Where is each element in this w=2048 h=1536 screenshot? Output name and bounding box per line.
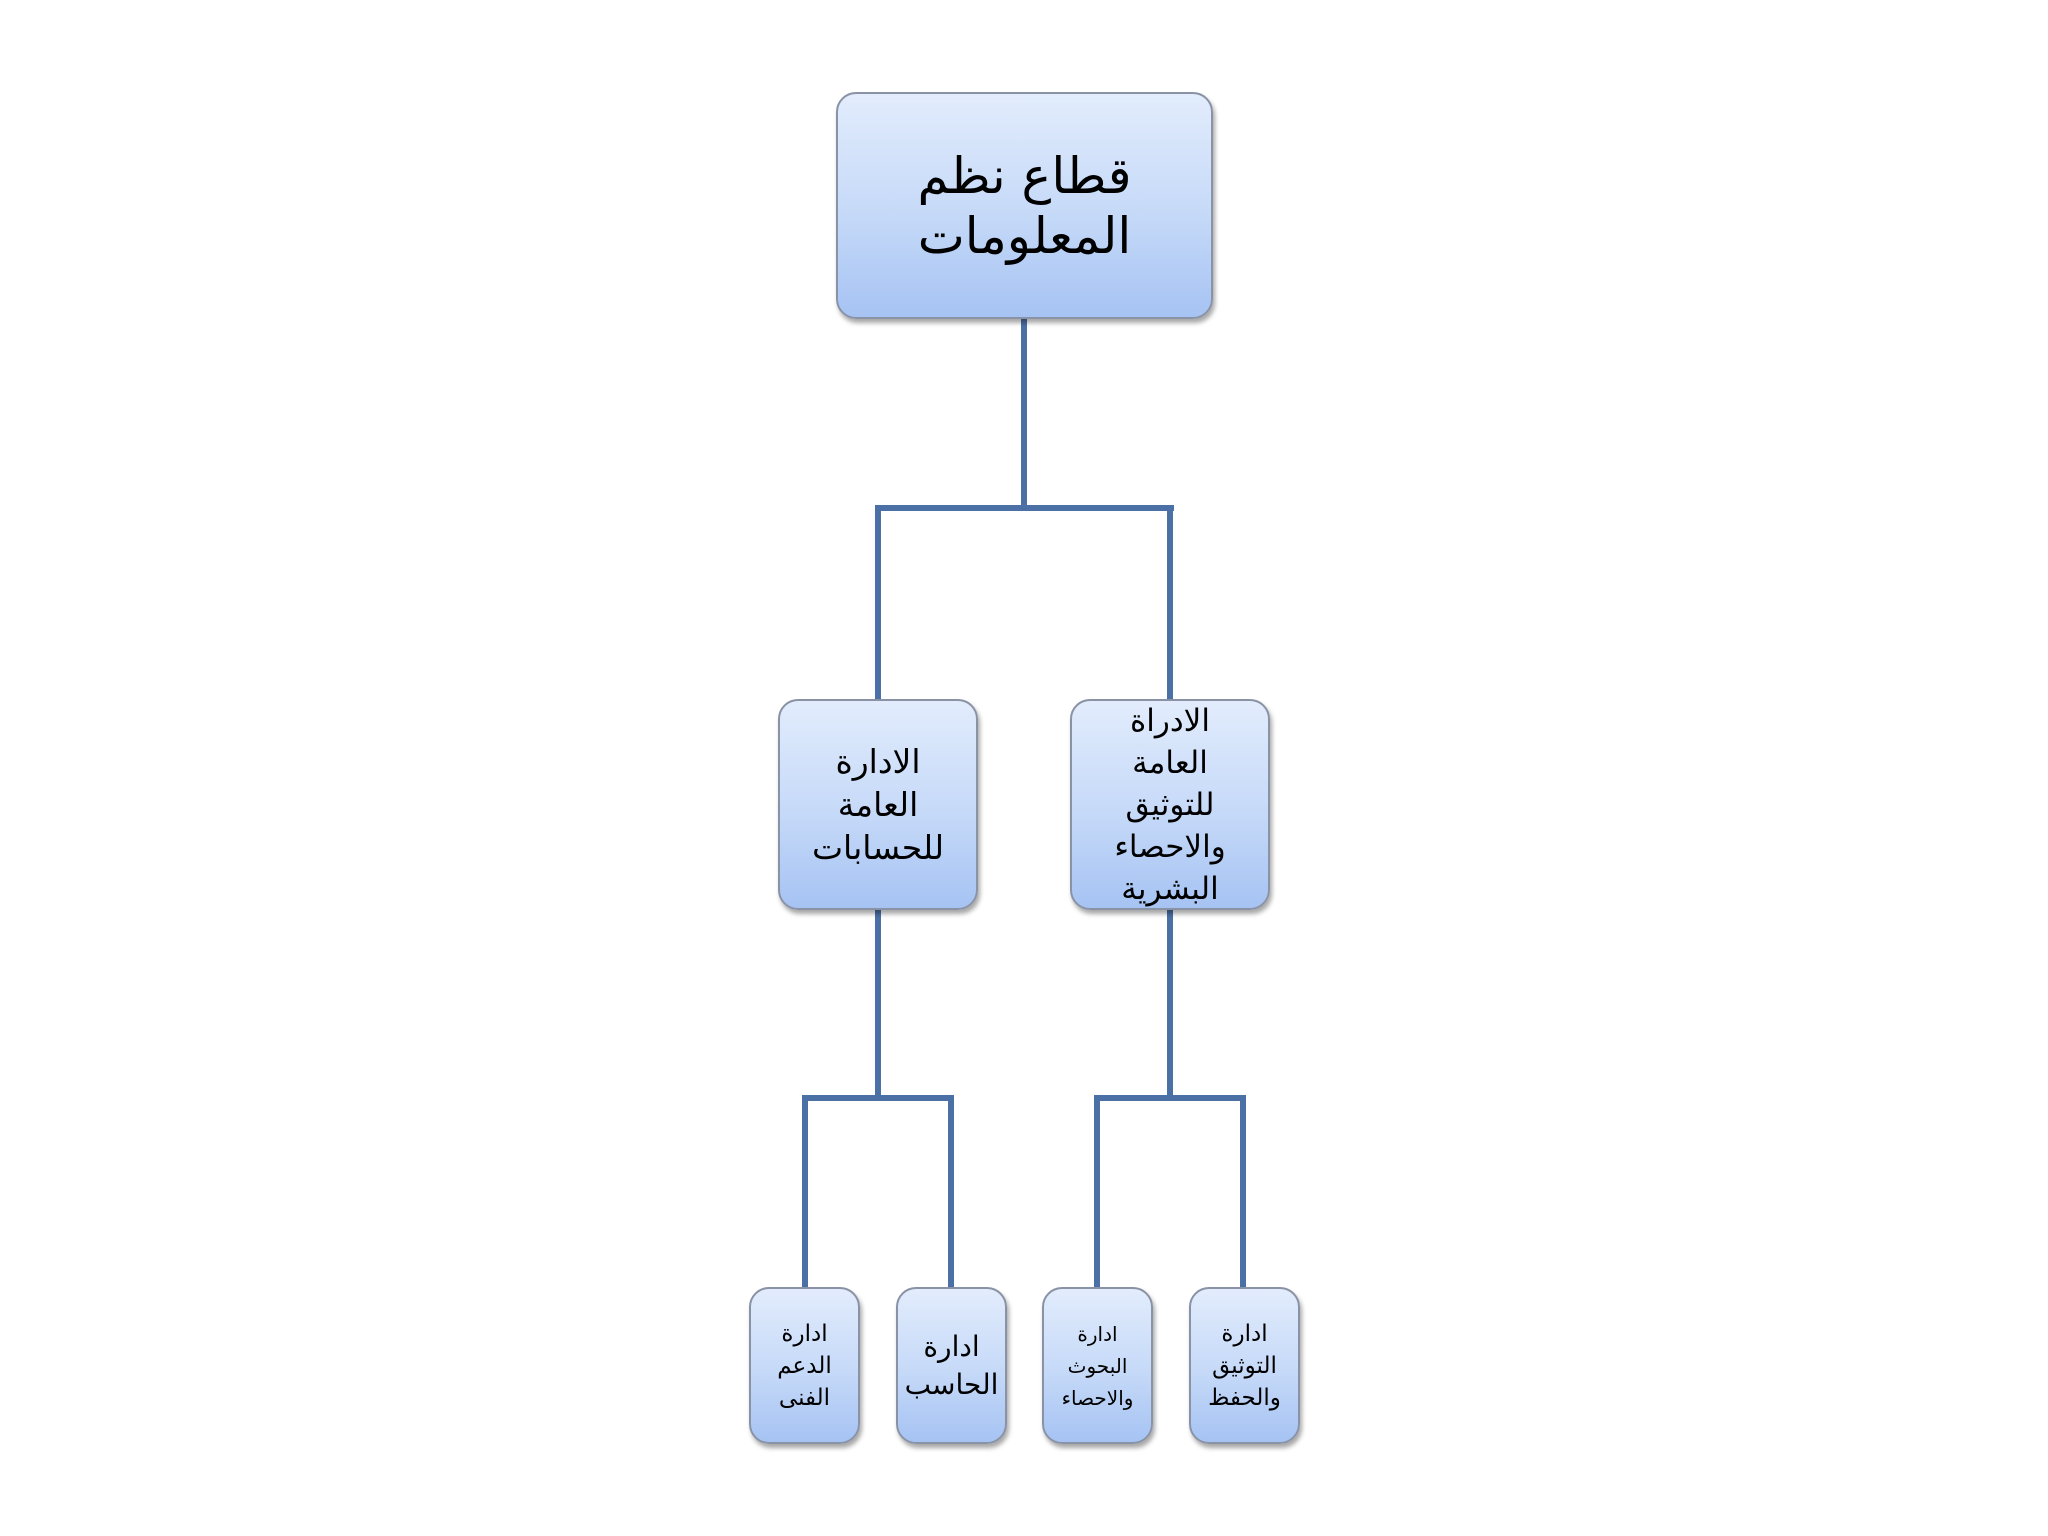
root-node-label: قطاع نظم المعلومات: [917, 146, 1132, 265]
unit-node-tech-support: ادارة الدعم الفنى: [749, 1287, 860, 1444]
connector-left-dept: [875, 505, 881, 701]
unit-node-label: ادارة التوثيق والحفظ: [1208, 1320, 1281, 1411]
unit-node-archiving: ادارة التوثيق والحفظ: [1189, 1287, 1300, 1444]
connector-unit-4: [1240, 1095, 1246, 1289]
unit-node-label: ادارة الدعم الفنى: [777, 1320, 832, 1411]
connector-root-down: [1021, 318, 1027, 508]
connector-unit-2: [948, 1095, 954, 1289]
dept-node-label: الادارة العامة للحسابات: [811, 742, 945, 867]
unit-node-label: ادارة الحاسب: [904, 1329, 999, 1401]
unit-node-research: ادارة البحوث والاحصاء: [1042, 1287, 1153, 1444]
dept-node-label: الادراة العامة للتوثيق والاحصاء البشرية: [1114, 702, 1226, 907]
dept-node-accounts: الادارة العامة للحسابات: [778, 699, 978, 910]
connector-right-dept-down: [1167, 908, 1173, 1100]
connector-unit-1: [802, 1095, 808, 1289]
unit-node-label: ادارة البحوث والاحصاء: [1061, 1321, 1134, 1410]
unit-node-computer: ادارة الحاسب: [896, 1287, 1007, 1444]
connector-left-dept-down: [875, 908, 881, 1100]
connector-left-horizontal: [802, 1095, 954, 1101]
root-node: قطاع نظم المعلومات: [836, 92, 1213, 319]
connector-right-dept: [1167, 505, 1173, 701]
connector-right-horizontal: [1094, 1095, 1246, 1101]
dept-node-documentation: الادراة العامة للتوثيق والاحصاء البشرية: [1070, 699, 1270, 910]
connector-unit-3: [1094, 1095, 1100, 1289]
connector-level1-horizontal: [875, 505, 1174, 511]
